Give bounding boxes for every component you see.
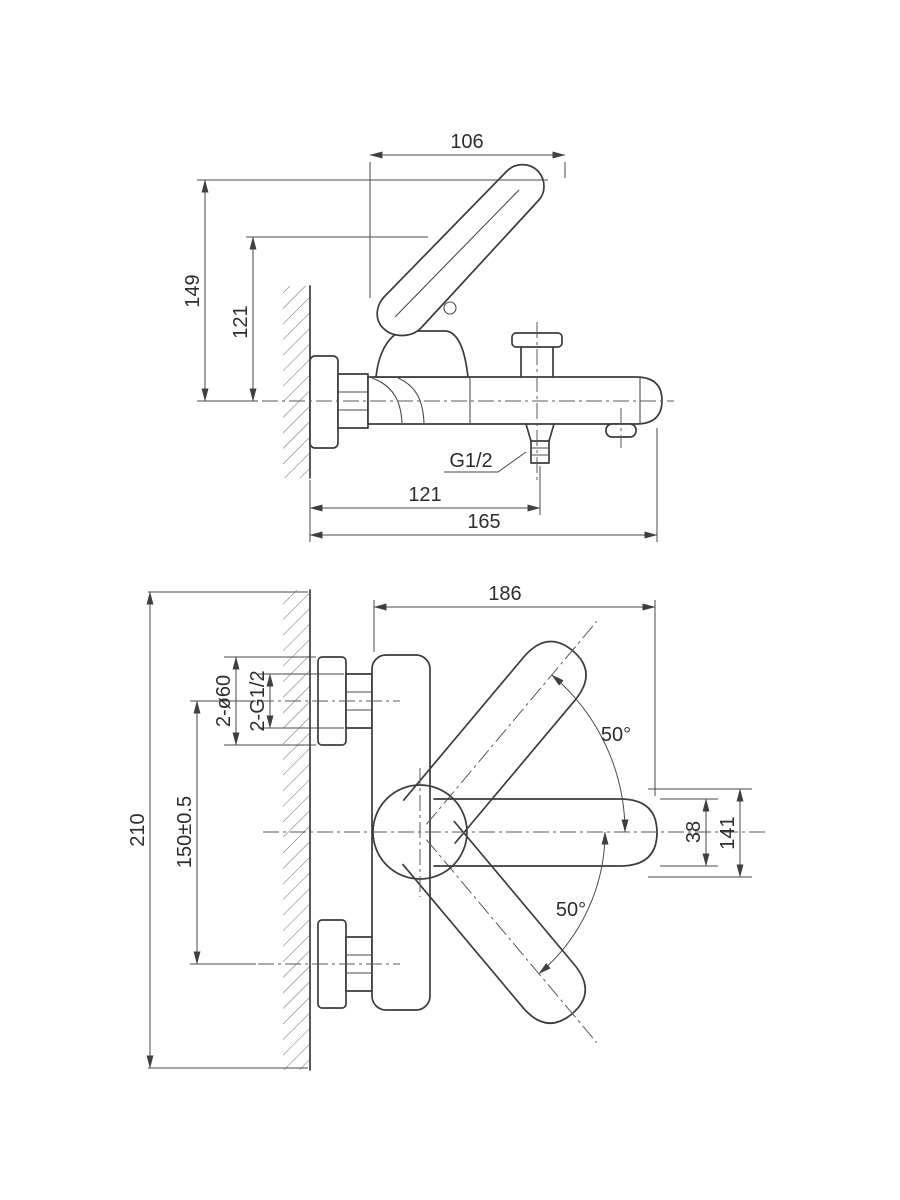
dim-text-141: 141	[717, 816, 739, 849]
wall-hatch	[283, 590, 310, 1070]
lower-swing-arc	[538, 831, 609, 975]
handle-screw-cap	[443, 301, 457, 315]
cartridge-dome	[375, 330, 469, 378]
dim-text-106: 106	[450, 131, 483, 153]
wall-hatch	[283, 286, 310, 478]
side-view: 106 149 121 G1/2 121 165	[182, 131, 674, 542]
thread-leader	[444, 451, 527, 473]
dim-text-186: 186	[488, 583, 521, 605]
upper-swing-arc	[551, 674, 629, 833]
thread-text-g12: G1/2	[449, 450, 492, 472]
dim-text-121h: 121	[408, 484, 441, 506]
spout-thread	[530, 440, 550, 464]
dim-text-121v: 121	[230, 305, 252, 338]
thread-text-2g12: 2-G1/2	[247, 670, 269, 731]
angle-text-lower: 50°	[556, 899, 586, 921]
front-view: 186 2-ø60 2-G1/2 150±0.5 210 38 141 50° …	[127, 583, 765, 1071]
angle-text-upper: 50°	[601, 724, 631, 746]
dim-text-210: 210	[127, 813, 149, 846]
dim-text-149: 149	[182, 274, 204, 307]
flange-text-d60: 2-ø60	[213, 675, 235, 727]
handle-up-position	[402, 621, 598, 844]
dim-text-165: 165	[467, 511, 500, 533]
wall-flange	[309, 355, 339, 449]
dim-text-150: 150±0.5	[174, 796, 196, 868]
handle-down-position	[402, 820, 598, 1043]
dim-text-38: 38	[683, 821, 705, 843]
